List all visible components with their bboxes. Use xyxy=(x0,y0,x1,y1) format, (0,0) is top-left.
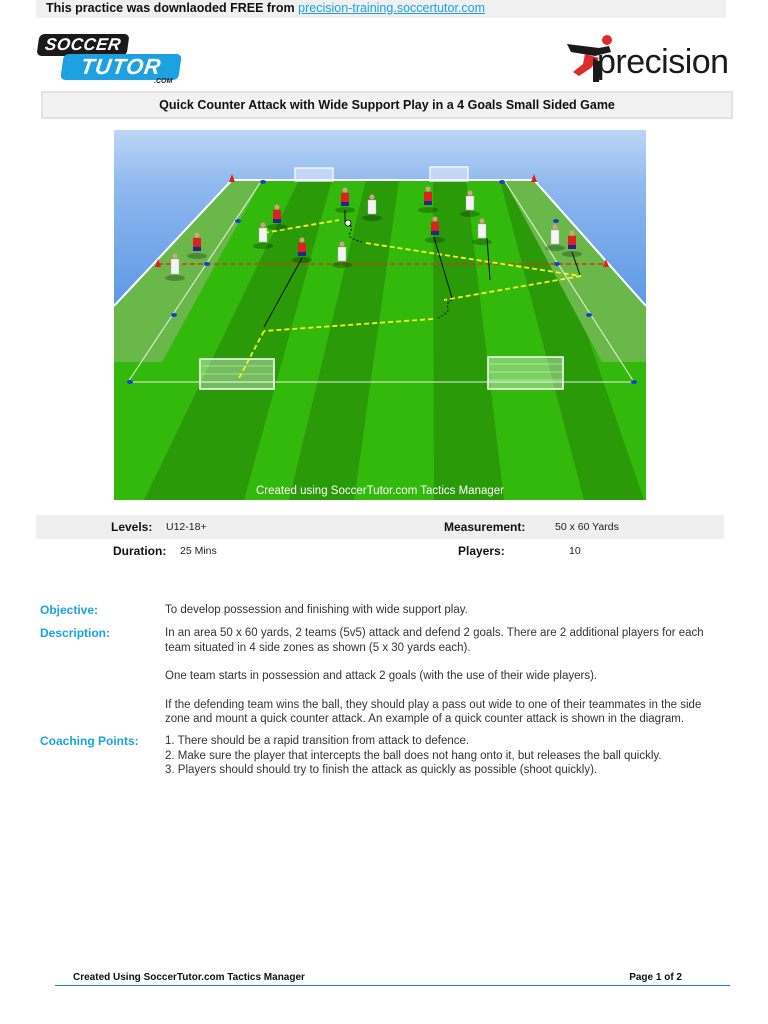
coaching-points-list: 1. There should be a rapid transition fr… xyxy=(165,734,725,778)
duration-value: 25 Mins xyxy=(180,545,217,557)
duration-label: Duration: xyxy=(113,544,167,558)
download-banner: This practice was downlaoded FREE from p… xyxy=(36,0,726,18)
coaching-point: 1. There should be a rapid transition fr… xyxy=(165,735,470,747)
page-footer: Created Using SoccerTutor.com Tactics Ma… xyxy=(55,970,730,986)
running-man-icon xyxy=(567,35,612,82)
measurement-label: Measurement: xyxy=(444,520,526,534)
levels-label: Levels: xyxy=(111,520,153,534)
banner-text: This practice was downlaoded FREE from xyxy=(46,1,295,15)
logo-tutor-text: TUTOR xyxy=(60,54,182,80)
levels-value: U12-18+ xyxy=(166,521,207,533)
players-label: Players: xyxy=(458,544,505,558)
logo-soccer-text: SOCCER xyxy=(36,34,130,56)
white-team-players xyxy=(170,190,560,275)
pitch-drawing xyxy=(114,166,646,500)
measurement-value: 50 x 60 Yards xyxy=(555,521,619,533)
description-paragraph: In an area 50 x 60 yards, 2 teams (5v5) … xyxy=(165,627,704,654)
banner-link[interactable]: precision-training.soccertutor.com xyxy=(298,1,486,15)
description-text: In an area 50 x 60 yards, 2 teams (5v5) … xyxy=(165,626,725,727)
coaching-points-label: Coaching Points: xyxy=(40,734,139,748)
tactics-diagram: Created using SoccerTutor.com Tactics Ma… xyxy=(114,130,646,500)
footer-credit: Created Using SoccerTutor.com Tactics Ma… xyxy=(73,972,305,983)
description-label: Description: xyxy=(40,626,111,640)
page-number: Page 1 of 2 xyxy=(629,972,682,983)
objective-text: To develop possession and finishing with… xyxy=(165,604,468,616)
precision-logo: precision xyxy=(565,32,730,84)
practice-title: Quick Counter Attack with Wide Support P… xyxy=(41,91,733,119)
info-row-levels: Levels: U12-18+ Measurement: 50 x 60 Yar… xyxy=(36,515,724,539)
coaching-points-section: Coaching Points: 1. There should be a ra… xyxy=(40,734,730,784)
objective-section: Objective: To develop possession and fin… xyxy=(40,603,730,621)
logo-com-text: .COM xyxy=(154,78,173,85)
soccertutor-logo: SOCCER TUTOR .COM xyxy=(36,32,184,86)
info-row-duration: Duration: 25 Mins Players: 10 xyxy=(36,539,724,563)
coaching-point: 2. Make sure the player that intercepts … xyxy=(165,749,662,762)
objective-label: Objective: xyxy=(40,603,99,617)
coaching-point: 3. Players should should try to finish t… xyxy=(165,764,598,776)
diagram-credit: Created using SoccerTutor.com Tactics Ma… xyxy=(255,485,504,497)
description-paragraph: One team starts in possession and attack… xyxy=(165,670,598,682)
description-section: Description: In an area 50 x 60 yards, 2… xyxy=(40,626,730,736)
red-team-players xyxy=(193,186,576,256)
players-value: 10 xyxy=(569,545,581,557)
description-paragraph: If the defending team wins the ball, the… xyxy=(165,698,702,726)
logo-precision-text: precision xyxy=(597,43,729,81)
